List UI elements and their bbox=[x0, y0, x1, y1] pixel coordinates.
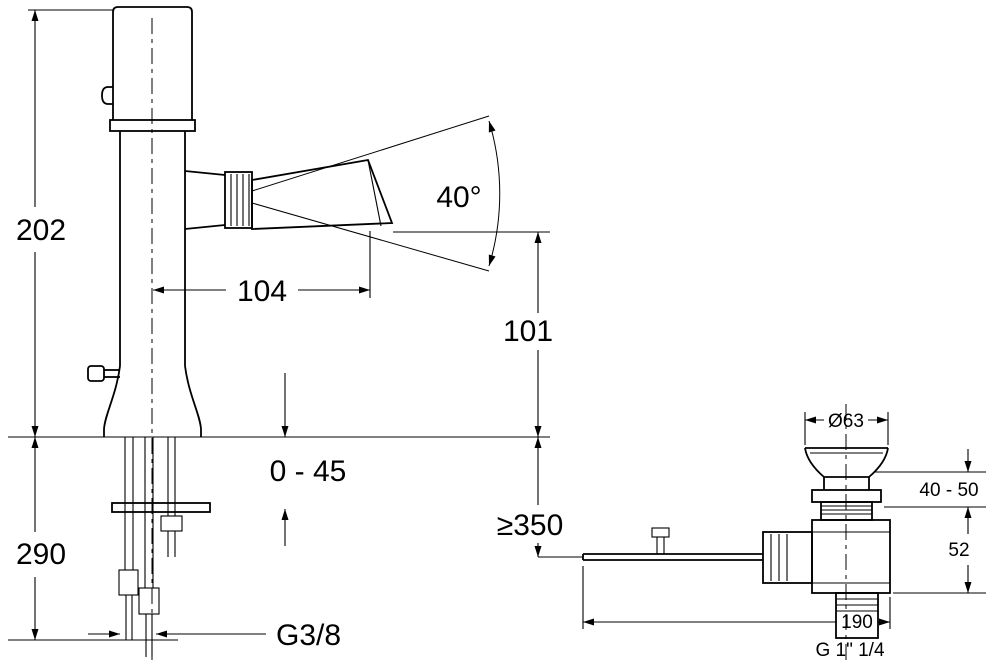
dimensions: 202 290 104 40° 101 ≥350 bbox=[8, 9, 986, 661]
faucet-body bbox=[87, 6, 202, 437]
faucet-spout bbox=[184, 158, 394, 230]
waste-thread-label: G 1" 1/4 bbox=[815, 640, 884, 661]
inlet-coupling-nut bbox=[762, 531, 813, 584]
spout-reach-label: 104 bbox=[237, 275, 287, 308]
below-deck-height-label: 290 bbox=[16, 538, 66, 571]
supply-thread-label: G3/8 bbox=[276, 619, 341, 652]
drain-view bbox=[582, 404, 891, 662]
handle-button bbox=[101, 86, 113, 105]
supply-hose-left bbox=[118, 437, 139, 640]
mount-range-label: 40 - 50 bbox=[919, 480, 978, 501]
threaded-rod bbox=[160, 437, 183, 557]
tailpiece bbox=[835, 592, 879, 639]
faucet-view bbox=[87, 6, 501, 660]
dim-min-hose-clearance bbox=[534, 437, 583, 558]
deck-thickness-label: 0 - 45 bbox=[270, 455, 347, 488]
rod-clamp bbox=[651, 527, 670, 538]
dim-spout-height bbox=[393, 231, 550, 437]
body-height-label: 52 bbox=[948, 540, 969, 561]
dim-flange-diameter bbox=[804, 412, 889, 445]
dim-spout-reach bbox=[153, 231, 371, 298]
mounting-plate bbox=[111, 502, 211, 513]
supply-hose-right bbox=[138, 437, 160, 657]
flange-diameter-label: Ø63 bbox=[828, 411, 864, 432]
spout-joint-ribs bbox=[230, 174, 250, 226]
dim-body-height bbox=[893, 507, 986, 594]
pop-up-rod bbox=[582, 527, 763, 561]
under-counter-parts bbox=[111, 437, 211, 657]
min-hose-clearance-label: ≥350 bbox=[497, 509, 564, 542]
handle-angle-label: 40° bbox=[436, 181, 481, 214]
tailpiece-threads bbox=[836, 598, 878, 612]
pull-knob bbox=[87, 365, 105, 382]
dim-rod-length bbox=[582, 566, 891, 629]
drain-body bbox=[762, 519, 891, 639]
spout-height-label: 101 bbox=[503, 315, 553, 348]
flange-threads bbox=[821, 505, 872, 515]
total-height-label: 202 bbox=[16, 214, 66, 247]
coupling-nut-ribs bbox=[770, 534, 788, 581]
rod-length-label: 190 bbox=[841, 612, 873, 633]
